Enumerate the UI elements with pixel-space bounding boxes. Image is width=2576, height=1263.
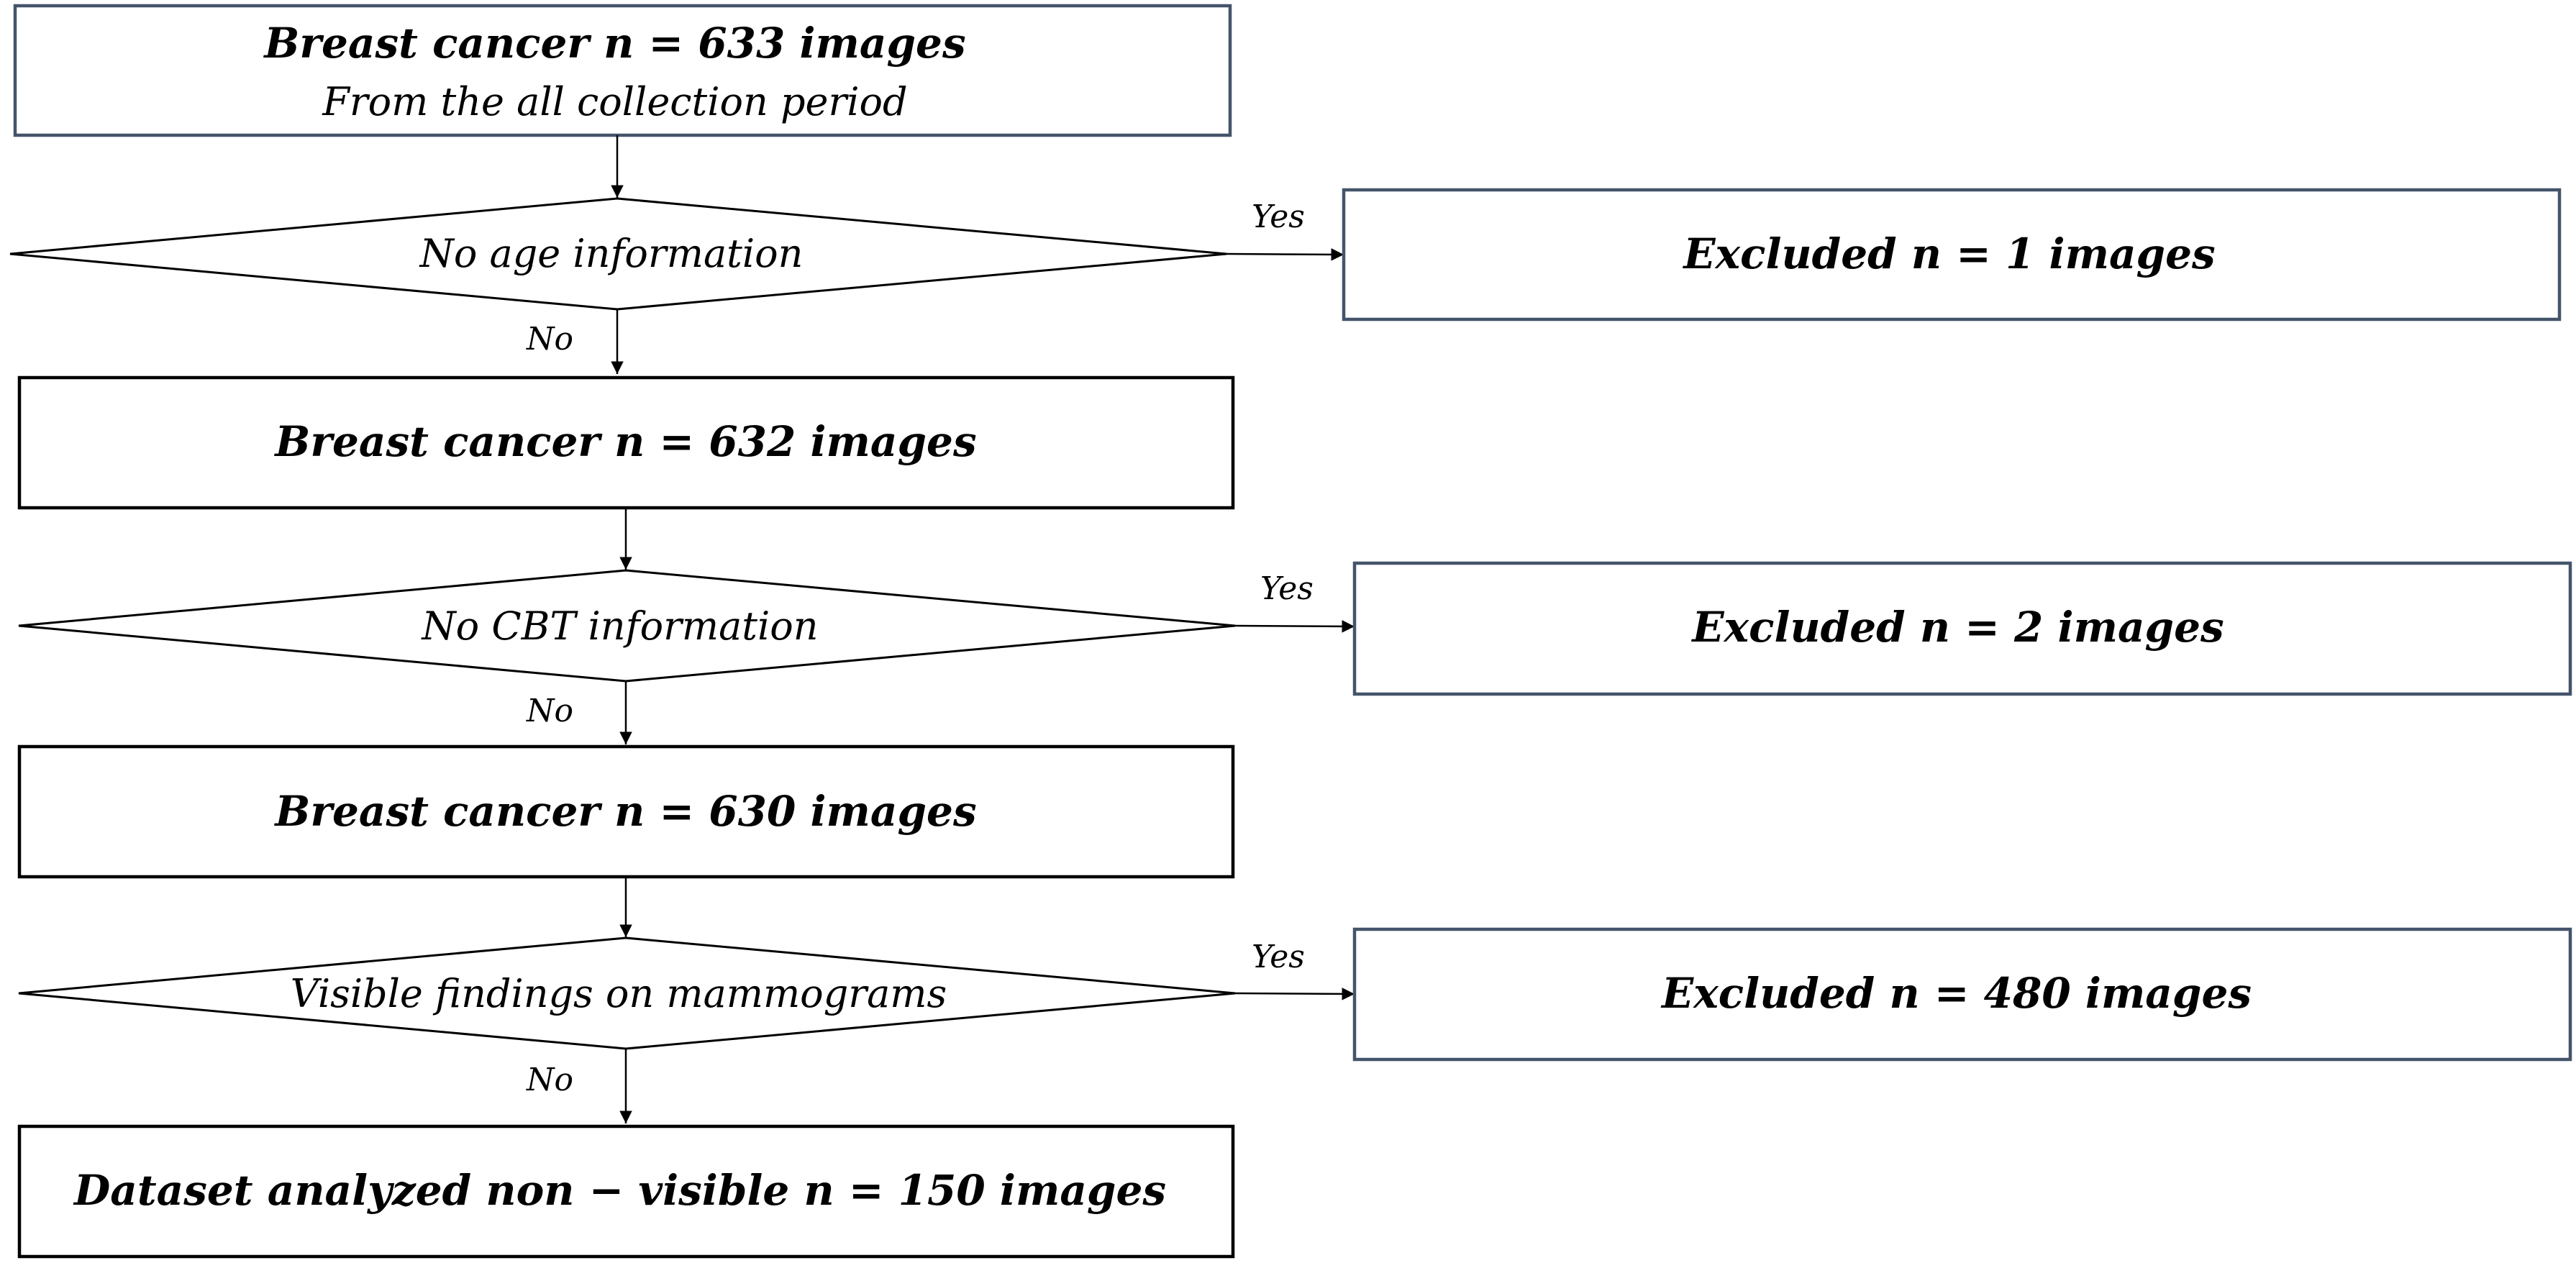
excluded-box-visible-label: Excluded n = 480 images [1660,969,2252,1018]
age-yes-label: Yes [1252,199,1305,235]
excluded-box-visible [1352,927,2572,1062]
excluded-box-age [1342,188,2562,322]
cbt-yes-label: Yes [1260,570,1314,607]
excluded-box-cbt-label: Excluded n = 2 images [1690,603,2224,652]
start-box-title: Breast cancer n = 633 images [263,19,965,68]
dataset-analyzed-box [17,1124,1235,1259]
visible-findings-decision-label: Visible findings on mammograms [291,971,947,1016]
visible-yes-label: Yes [1252,939,1305,975]
start-box-subtitle: From the all collection period [322,79,907,124]
cbt-no-label: No [526,693,573,729]
cbt-information-decision-label: No CBT information [420,603,818,649]
breast-cancer-632-label: Breast cancer n = 632 images [273,417,976,466]
excluded-box-cbt [1352,561,2572,696]
visible-no-label: No [526,1062,573,1098]
age-information-decision-label: No age information [419,231,804,276]
breast-cancer-630-label: Breast cancer n = 630 images [273,787,976,836]
arrow-age-yes [1226,248,1344,261]
dataset-analyzed-label: Dataset analyzed non − visible n = 150 i… [73,1166,1166,1215]
age-no-label: No [526,321,573,357]
arrow-visible-yes [1234,988,1355,1000]
excluded-box-age-label: Excluded n = 1 images [1682,229,2215,278]
breast-cancer-630-box [17,744,1235,879]
start-box [13,4,1232,137]
breast-cancer-632-box [17,375,1235,510]
